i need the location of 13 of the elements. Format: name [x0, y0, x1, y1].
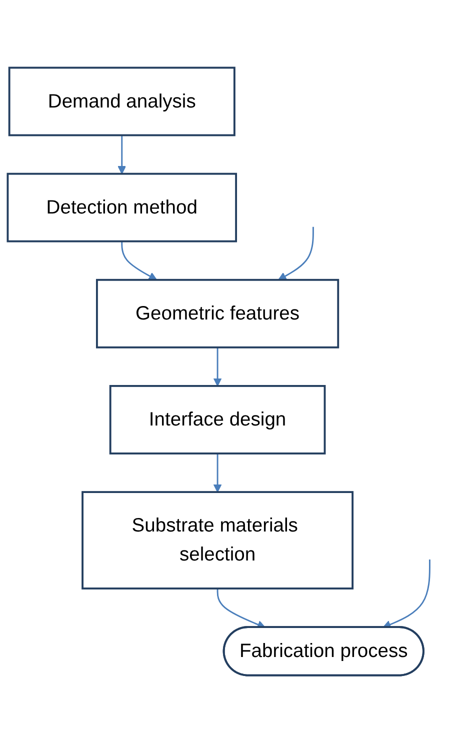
arrow — [121, 241, 158, 280]
process-box: Interface design — [109, 385, 326, 454]
arrow — [382, 560, 430, 628]
arrow — [278, 226, 314, 280]
process-box: Detection method — [6, 172, 238, 242]
process-box: Geometric features — [96, 278, 340, 348]
arrow — [216, 588, 266, 629]
process-box: Substrate materials selection — [82, 491, 354, 590]
process-box: Fabrication process — [222, 626, 424, 676]
arrow — [213, 453, 222, 492]
process-box: Demand analysis — [8, 66, 236, 136]
arrow — [118, 135, 126, 174]
arrow — [213, 347, 222, 386]
